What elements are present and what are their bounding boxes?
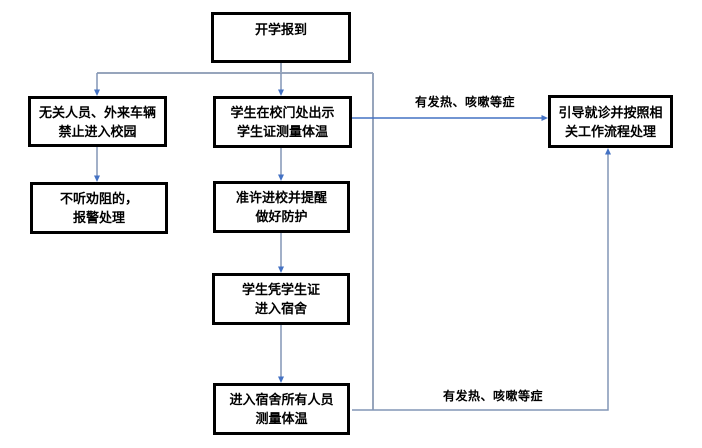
node-police-report: 不听劝阻的， 报警处理 xyxy=(30,182,168,234)
node-guide-treatment: 引导就诊并按照相 关工作流程处理 xyxy=(548,95,673,148)
edge-dorm-check-to-guide xyxy=(352,148,611,411)
node-dorm-entry: 学生凭学生证 进入宿舍 xyxy=(212,273,350,325)
node-gate-temperature-check: 学生在校门处出示 学生证测量体温 xyxy=(213,96,352,148)
edge-label-fever-top: 有发热、咳嗽等症 xyxy=(414,95,516,109)
node-no-entry: 无关人员、外来车辆 禁止进入校园 xyxy=(28,96,167,147)
node-dorm-temperature-check: 进入宿舍所有人员 测量体温 xyxy=(213,383,350,435)
node-start: 开学报到 xyxy=(211,12,351,63)
node-allow-entry: 准许进校并提醒 做好防护 xyxy=(213,181,350,233)
edge-label-fever-bottom: 有发热、咳嗽等症 xyxy=(442,389,544,403)
